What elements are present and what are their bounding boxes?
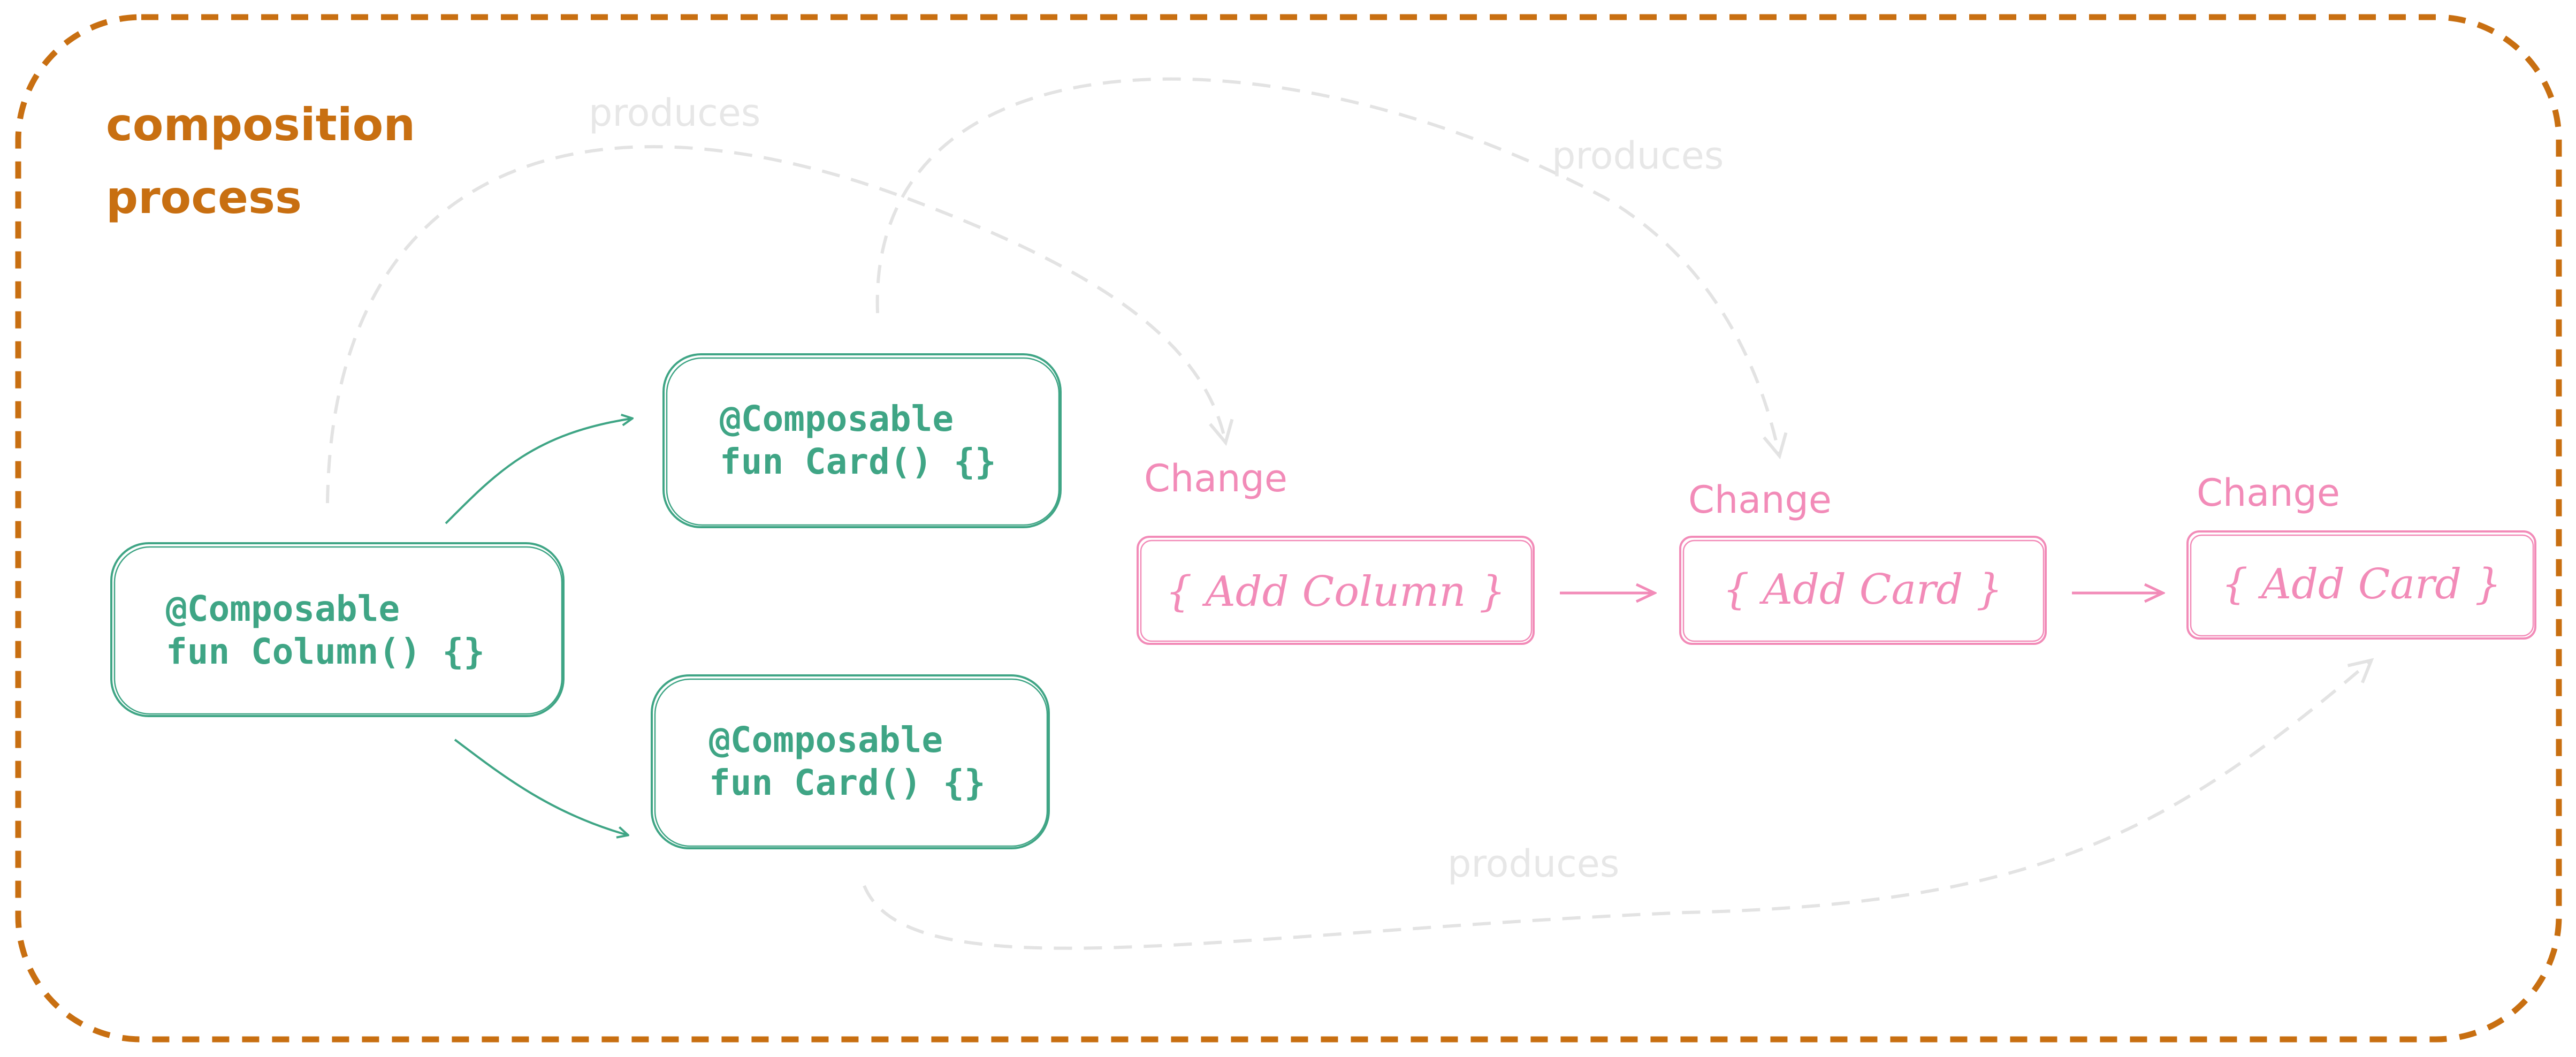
- composable-column-box: @Composable fun Column() {}: [110, 542, 565, 717]
- produces-arrow-card-top: [875, 77, 1779, 455]
- change-label-1: Change: [1144, 457, 1287, 500]
- frame-title-line1: composition: [106, 98, 415, 151]
- arrow-column-to-card-top: [445, 419, 631, 524]
- produces-label-3: produces: [1447, 842, 1619, 886]
- change-text-2: { Add Card }: [1723, 566, 2002, 614]
- produces-label-1: produces: [589, 91, 760, 135]
- change-box-1: { Add Column }: [1137, 536, 1535, 645]
- composition-frame: [15, 14, 2562, 1043]
- card-bottom-annotation: @Composable: [709, 719, 943, 761]
- card-top-annotation: @Composable: [720, 398, 954, 439]
- change-box-2: { Add Card }: [1679, 536, 2047, 645]
- frame-title-line2: process: [106, 171, 302, 224]
- produces-label-2: produces: [1552, 134, 1724, 178]
- change-box-3: { Add Card }: [2186, 530, 2536, 640]
- change-text-1: { Add Column }: [1165, 568, 1506, 616]
- composable-card-bottom-box: @Composable fun Card() {}: [651, 674, 1050, 849]
- produces-arrow-card-bottom: [863, 661, 2371, 950]
- column-annotation: @Composable: [166, 588, 400, 629]
- composable-card-top-box: @Composable fun Card() {}: [662, 353, 1062, 528]
- column-signature: fun Column() {}: [166, 631, 485, 672]
- change-text-3: { Add Card }: [2221, 560, 2501, 609]
- change-label-2: Change: [1688, 478, 1832, 522]
- produces-arrow-column: [326, 145, 1225, 504]
- change-label-3: Change: [2197, 471, 2340, 515]
- card-top-signature: fun Card() {}: [720, 441, 996, 482]
- arrow-column-to-card-bottom: [454, 739, 627, 835]
- card-bottom-signature: fun Card() {}: [709, 762, 986, 803]
